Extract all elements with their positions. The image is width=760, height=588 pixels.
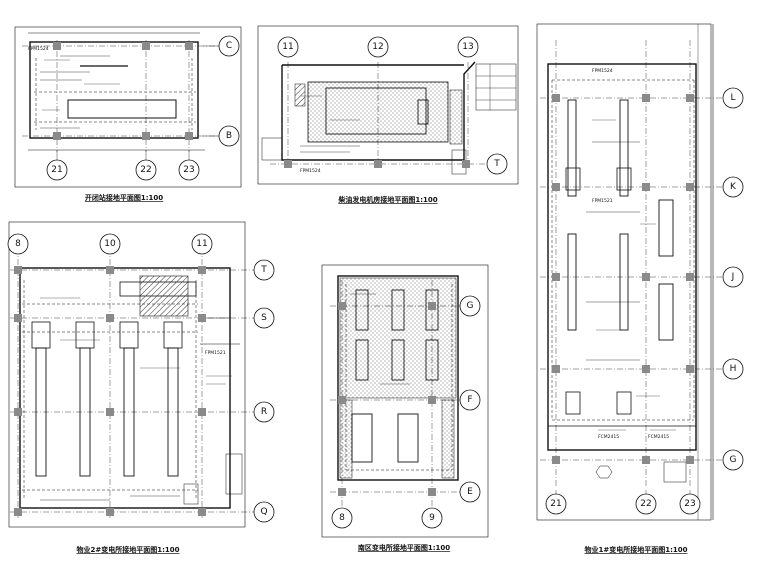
axis-bubble-icon: 10 [99,233,121,255]
svg-text:S: S [261,313,267,323]
panel-substation-middle [321,264,489,538]
axis-bubble-icon: T [486,153,508,175]
svg-text:F: F [467,395,472,405]
panel-substation-1 [536,23,730,521]
axis-bubble-icon: 22 [135,159,157,181]
svg-text:22: 22 [140,165,151,175]
axis-bubble-icon: 9 [421,507,443,529]
svg-text:Q: Q [260,507,267,517]
svg-text:G: G [730,455,737,465]
svg-text:8: 8 [15,239,21,249]
axis-bubble-icon: G [722,449,744,471]
tag-substation1-fpm-b: FPM1521 [592,198,613,204]
axis-bubble-icon: E [459,481,481,503]
svg-text:11: 11 [196,239,207,249]
axis-bubble-icon: 11 [191,233,213,255]
caption-switch-room: 开闭站接地平面图1:100 [85,193,163,202]
axis-bubble-icon: L [722,87,744,109]
axis-bubble-icon: K [722,176,744,198]
axis-bubble-icon: 21 [545,493,567,515]
caption-substation-2: 物业2#变电所接地平面图1:100 [76,545,179,554]
svg-text:G: G [467,301,474,311]
svg-text:L: L [730,93,735,103]
svg-text:23: 23 [183,165,194,175]
svg-text:9: 9 [429,513,435,523]
axis-bubble-icon: 13 [457,36,479,58]
svg-text:E: E [467,487,473,497]
axis-bubble-icon: 21 [46,159,68,181]
tag-generator-fpm: FPM1524 [300,168,321,174]
svg-text:H: H [730,364,737,374]
svg-text:C: C [226,41,232,51]
svg-text:23: 23 [684,499,695,509]
axis-bubble-icon: T [253,259,275,281]
caption-substation-middle: 南区变电所接地平面图1:100 [358,543,450,552]
axis-bubble-icon: R [253,401,275,423]
axis-bubble-icon: 11 [277,36,299,58]
caption-substation-1: 物业1#变电所接地平面图1:100 [584,545,687,554]
caption-generator-room: 柴油发电机房接地平面图1:100 [337,195,437,204]
svg-text:12: 12 [372,42,383,52]
tag-substation1-fcm-a: FCM2415 [598,434,619,440]
axis-bubble-icon: 8 [7,233,29,255]
svg-text:10: 10 [104,239,116,249]
axis-bubble-icon: S [253,307,275,329]
axis-bubble-icon: 22 [635,493,657,515]
axis-bubble-icon: G [459,295,481,317]
tag-switch-room-fpm: FPM1524 [28,46,49,52]
axis-bubble-icon: Q [253,501,275,523]
axis-bubble-icon: B [218,125,240,147]
svg-text:B: B [226,131,232,141]
axis-bubble-icon: H [722,358,744,380]
svg-text:22: 22 [640,499,651,509]
columns [14,42,694,516]
annotation-strokes [40,59,676,431]
svg-text:R: R [261,407,267,417]
tag-substation1-fcm-b: FCM2415 [648,434,669,440]
panel-substation-2 [8,221,258,528]
tag-substation1-fpm-a: FPM1524 [592,68,613,74]
svg-text:21: 21 [51,165,62,175]
axis-bubble-icon: 23 [178,159,200,181]
svg-text:T: T [260,265,267,275]
svg-text:K: K [730,182,737,192]
axis-bubble-icon: 23 [679,493,701,515]
svg-text:J: J [731,272,735,282]
panel-switch-room [14,26,242,188]
svg-text:T: T [493,159,500,169]
tag-substation2-fpm: FPM1521 [205,350,226,356]
svg-text:11: 11 [282,42,293,52]
axis-bubble-icon: J [722,266,744,288]
axis-bubble-icon: C [218,35,240,57]
svg-text:21: 21 [550,499,561,509]
svg-text:13: 13 [462,42,473,52]
axis-bubble-icon: 12 [367,36,389,58]
svg-text:8: 8 [339,513,345,523]
axis-bubble-icon: 8 [331,507,353,529]
axis-bubble-icon: F [459,389,481,411]
